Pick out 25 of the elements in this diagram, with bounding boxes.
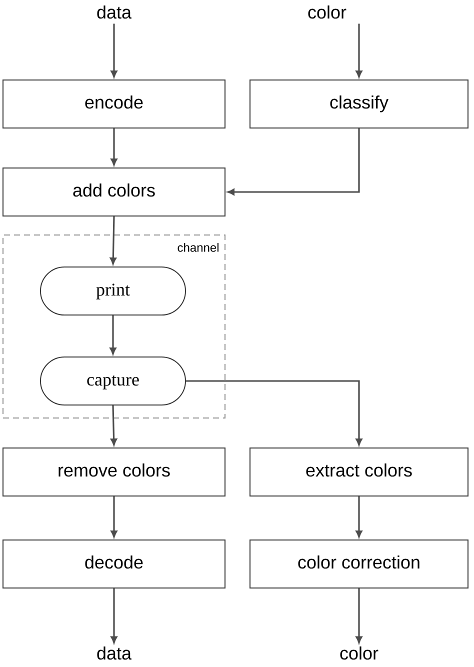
process-box: extract colors (250, 448, 468, 496)
arrow (356, 24, 362, 78)
rounded-box: print (40, 266, 186, 316)
arrow (186, 380, 362, 446)
arrow (110, 405, 118, 446)
arrow (356, 588, 362, 644)
arrow (110, 216, 116, 264)
arrow (110, 24, 118, 78)
arrow (110, 496, 118, 538)
process-box: remove colors (2, 448, 226, 496)
rounded-box: capture (40, 356, 186, 406)
flow-label: color (308, 5, 346, 19)
arrow (110, 316, 116, 354)
arrow (110, 128, 118, 166)
arrow (110, 588, 118, 644)
flow-label: color (340, 646, 378, 660)
arrow (228, 128, 360, 196)
process-box: color correction (250, 540, 468, 588)
process-box: decode (2, 540, 226, 588)
process-box: encode (2, 80, 226, 128)
flow-label: data (97, 646, 132, 660)
arrow (356, 496, 362, 538)
process-box: add colors (2, 168, 226, 216)
flow-label: data (97, 5, 132, 19)
process-box: classify (250, 80, 468, 128)
